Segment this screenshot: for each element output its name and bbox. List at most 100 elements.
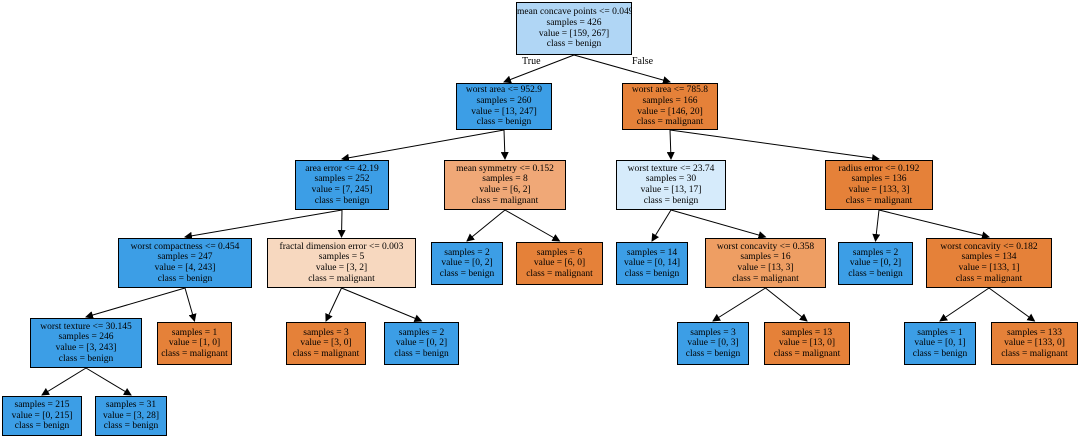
node-text-line: value = [13, 247] [471,106,537,117]
node-text-line: samples = 246 [58,332,114,343]
node-text-line: worst area <= 952.9 [465,85,543,96]
node-text-line: value = [133, 1] [958,263,1020,273]
node-text-line: samples = 134 [961,252,1017,263]
node-text-line: samples = 252 [314,174,370,185]
node-text-line: class = benign [546,39,602,50]
node-text-line: class = benign [58,353,114,364]
node-text-line: class = benign [157,273,213,284]
node-text-line: samples = 166 [642,95,698,106]
edge-n8-n17 [325,287,342,322]
edge-n2-n6 [669,129,880,162]
node-text-line: value = [13, 3] [737,263,794,273]
edge-n3-n7 [184,209,343,240]
node-text-line: class = benign [103,421,159,432]
node-text-line: value = [0, 2] [849,258,902,269]
node-text-line: worst compactness <= 0.454 [130,241,240,252]
node-text-line: value = [13, 17] [640,185,702,195]
node-text-line: class = malignant [845,195,913,206]
node-text-line: value = [0, 2] [441,258,493,269]
node-text-line: value = [4, 243] [154,263,216,273]
node-text-line: worst texture <= 30.145 [40,321,132,332]
edge-n8-n18 [341,287,423,323]
node-text-line: value = [0, 14] [623,258,680,269]
node-text-line: class = benign [439,268,495,279]
edge-n7-n16 [184,287,197,322]
edge-label-false: False [632,56,654,67]
edge-n5-n11 [651,209,672,242]
node-text-line: class = malignant [955,273,1023,284]
node-text-line: samples = 426 [546,17,602,28]
node-text-line: samples = 2 [398,327,445,338]
node-text-line: value = [3, 2] [315,263,368,273]
node-text-line: class = benign [314,195,370,206]
node-text-line: area error <= 42.19 [305,163,379,174]
node-text-line: class = benign [912,348,968,359]
edge-n3-n8 [337,209,346,238]
edge-root-n2 [573,54,671,84]
edge-n4-n9 [466,209,506,242]
node-text-line: samples = 2 [444,247,490,258]
edge-n1-n4 [500,129,509,160]
node-text-line: class = benign [685,348,741,359]
node-text-line: class = benign [476,117,532,128]
node-text-line: samples = 30 [645,174,697,185]
edge-n15-n24 [85,367,132,396]
edge-n6-n13 [872,209,881,242]
edge-label-true: True [522,56,541,67]
edge-n14-n21 [939,287,990,322]
edge-n12-n19 [712,287,766,322]
node-text-line: samples = 14 [626,247,678,258]
edge-root-n1 [503,54,575,84]
node-text-line: value = [133, 0] [1004,338,1065,349]
node-text-line: class = malignant [1001,348,1068,359]
node-text-line: worst concavity <= 0.358 [716,241,815,252]
node-text-line: samples = 136 [851,174,907,185]
edge-n5-n12 [670,209,767,239]
node-text-line: value = [0, 3] [687,338,739,349]
node-text-line: value = [0, 215] [11,410,73,421]
node-text-line: class = malignant [636,117,704,128]
node-text-line: worst area <= 785.8 [631,85,709,96]
node-text-line: class = benign [624,268,680,279]
node-text-line: samples = 3 [690,327,736,338]
edge-n6-n14 [878,209,990,240]
node-text-line: samples = 2 [852,247,899,258]
node-text-line: value = [133, 3] [848,185,910,195]
node-text-line: value = [0, 2] [395,338,448,349]
node-text-line: worst texture <= 23.74 [627,163,715,174]
node-text-line: class = malignant [471,195,539,206]
node-text-line: samples = 133 [1007,327,1062,338]
node-text-line: samples = 215 [14,400,70,411]
node-text-line: value = [3, 28] [102,410,159,421]
node-text-line: class = benign [14,421,70,432]
edge-n4-n10 [504,209,561,242]
node-text-line: value = [6, 2] [479,185,531,195]
node-text-line: class = malignant [773,348,841,359]
node-text-line: fractal dimension error <= 0.003 [279,241,404,252]
node-text-line: value = [159, 267] [538,28,610,39]
node-text-line: class = benign [848,268,903,279]
edge-n2-n5 [666,129,675,160]
node-text-line: mean concave points <= 0.049 [517,7,632,18]
node-text-line: class = benign [394,348,449,359]
node-text-line: radius error <= 0.192 [838,163,920,174]
